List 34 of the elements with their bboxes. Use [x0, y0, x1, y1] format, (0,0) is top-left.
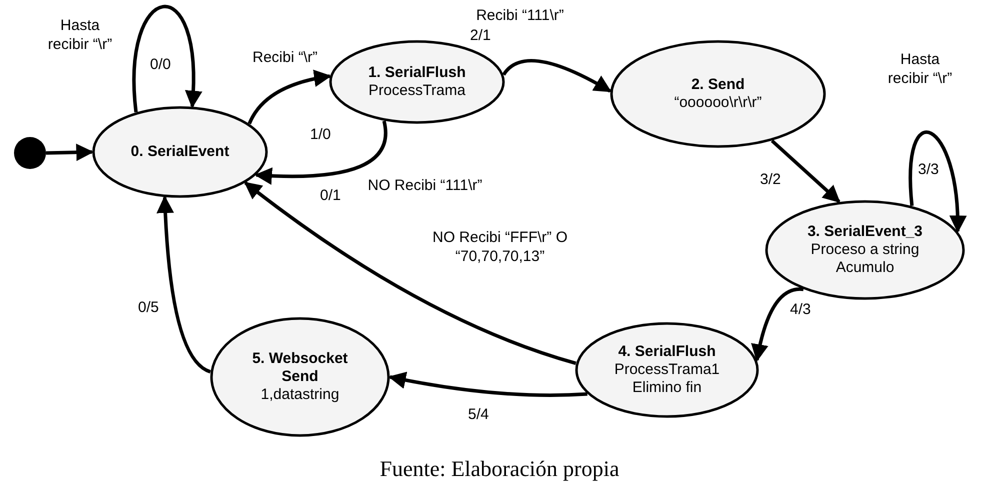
transition-arrow — [248, 70, 332, 124]
transition-arrow — [156, 196, 212, 374]
state-ellipse — [329, 40, 505, 124]
state-title: 2. Send — [691, 76, 745, 94]
transition-arrow — [46, 144, 94, 162]
transition-arrow — [254, 120, 388, 185]
transition-arrow — [770, 139, 840, 203]
transition-arrow — [132, 5, 202, 112]
state-action: 1,datastring — [260, 386, 340, 404]
state-ellipse — [610, 40, 826, 148]
condition-label: Recibi “111\r” — [475, 6, 565, 25]
condition-label: Hasta recibir “\r” — [886, 50, 954, 88]
state-title: 3. SerialEvent_3 — [807, 223, 923, 241]
condition-label: Recibi “\r” — [251, 48, 318, 67]
transition-arrow — [388, 372, 588, 397]
state-action: ProcessTrama1 Elimino fin — [613, 361, 721, 397]
caption: Fuente: Elaboración propia — [380, 455, 620, 483]
transition-arrow — [502, 59, 612, 93]
state-ellipse — [575, 322, 759, 418]
state-title: 5. Websocket Send — [251, 350, 349, 386]
transition-arrow — [751, 288, 804, 362]
condition-label: NO Recibi “111\r” — [366, 176, 484, 195]
transition-arrow — [244, 181, 576, 365]
state-action: Proceso a string Acumulo — [810, 241, 920, 277]
state-title: 1. SerialFlush — [368, 64, 466, 82]
condition-label: Hasta recibir “\r” — [46, 16, 114, 54]
state-ellipse — [92, 106, 268, 198]
state-ellipse — [210, 317, 390, 437]
transition-arrow — [908, 130, 966, 234]
state-action: “oooooo\r\r\r” — [674, 94, 762, 112]
state-action: ProcessTrama — [368, 82, 466, 100]
state-ellipse — [765, 200, 965, 300]
state-title: 0. SerialEvent — [130, 143, 230, 161]
state-title: 4. SerialFlush — [618, 343, 716, 361]
